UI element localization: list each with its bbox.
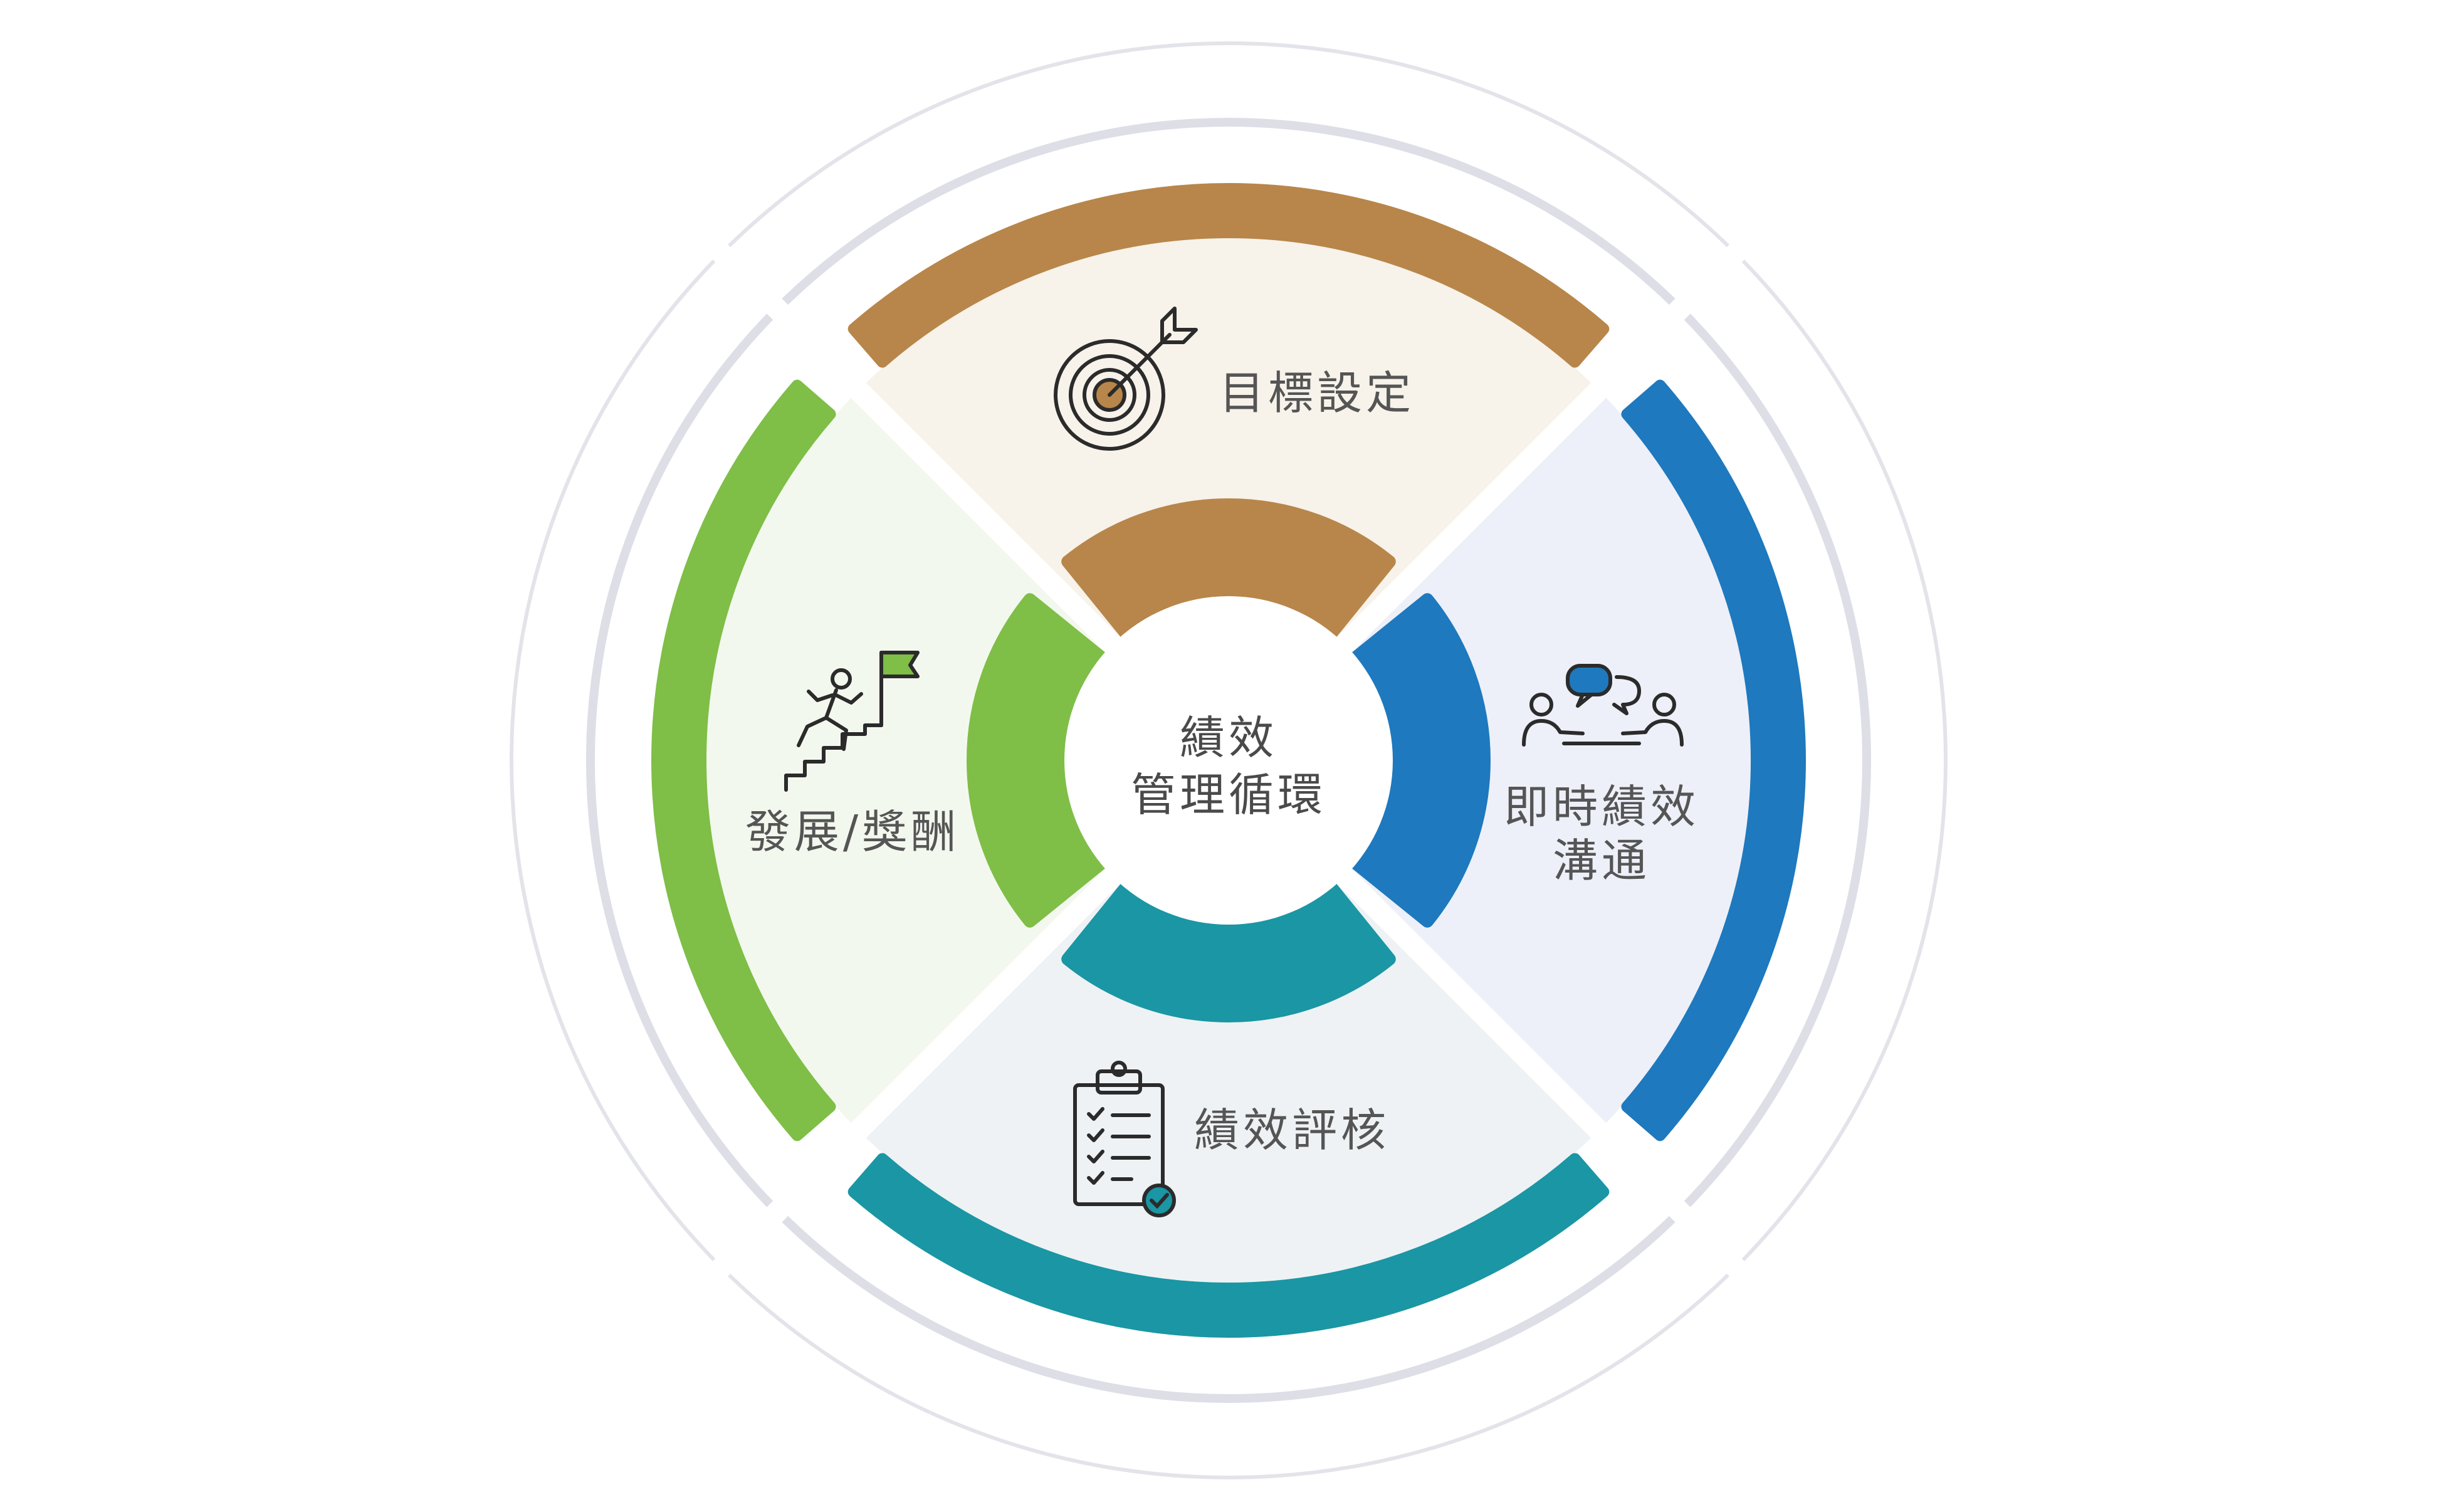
communication-outer-arc [1621,379,1807,1142]
center-title-line1: 績效 [1180,711,1277,764]
development-outer-arc [651,379,836,1142]
outer-ring [510,41,1948,1479]
communication-label-line1: 即時績效 [1504,780,1699,833]
center-circle [1064,596,1393,925]
inner-arcs [967,498,1491,1022]
conversation-icon [1522,664,1684,747]
target-icon [1054,307,1198,451]
stairs-flag-icon [784,651,920,792]
goal-outer-arc [847,182,1610,368]
review-outer-arc [847,1153,1610,1338]
development-label-line1: 發展/獎酬 [745,806,960,858]
communication-label-line2: 溝通 [1553,834,1650,887]
middle-ring [586,118,1871,1403]
center-title-line2: 管理循環 [1131,769,1326,821]
goal-label-line1: 目標設定 [1219,367,1415,419]
outer-arcs [651,182,1807,1338]
review-label-line1: 績效評核 [1194,1104,1390,1157]
clipboard-check-icon [1073,1061,1176,1217]
